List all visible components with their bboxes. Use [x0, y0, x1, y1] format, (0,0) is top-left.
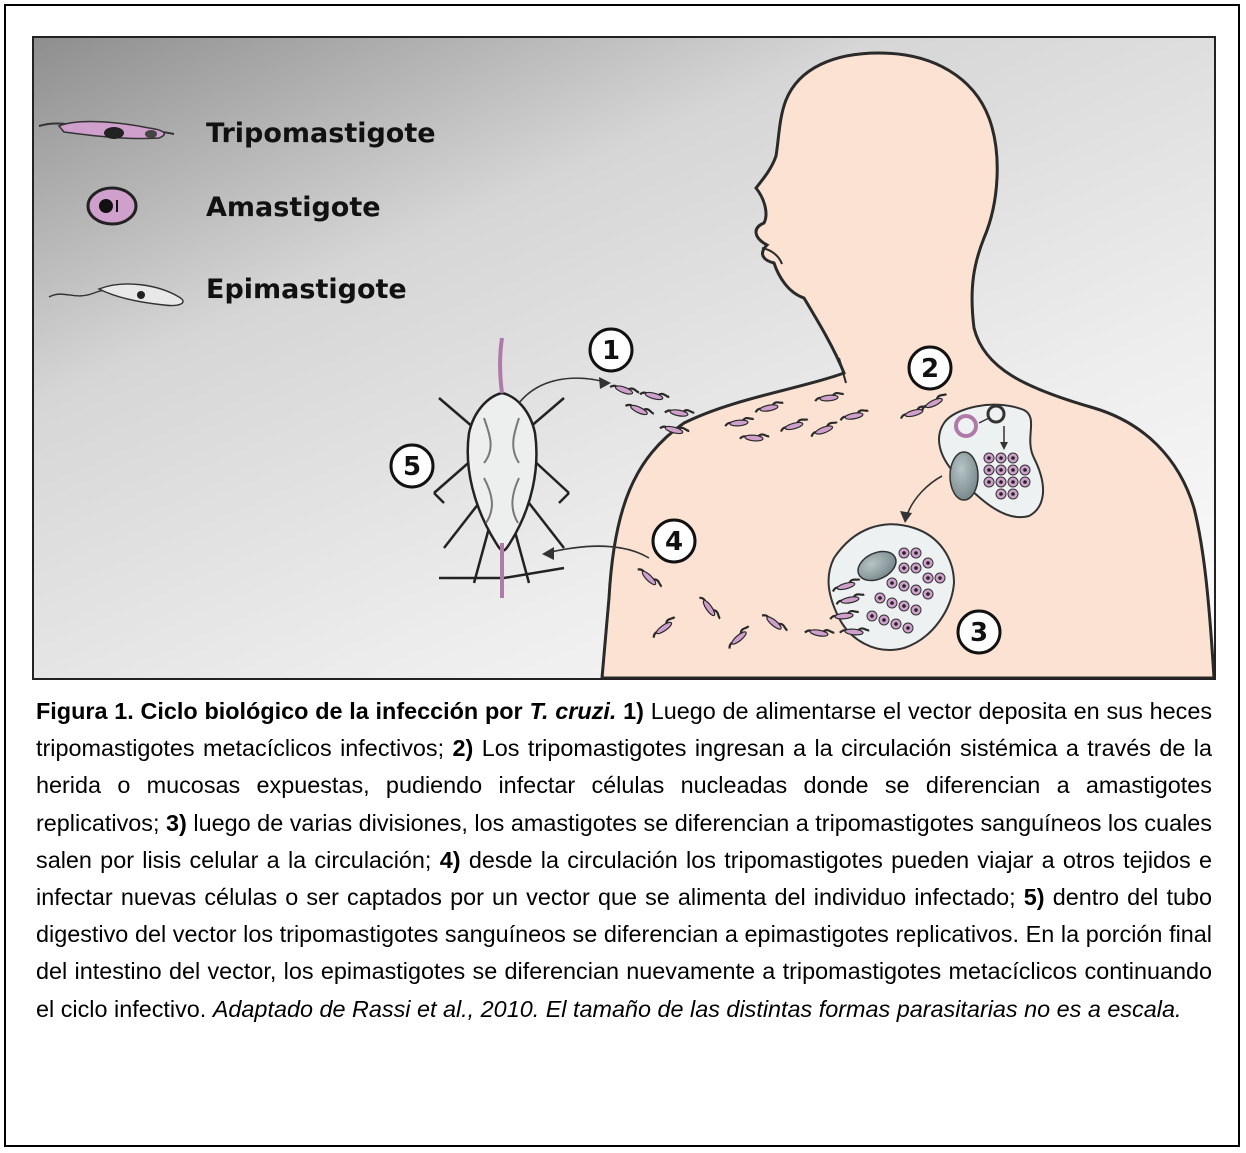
legend-label-amastigote: Amastigote — [206, 192, 381, 223]
caption-step-5-number: 5) — [1024, 884, 1045, 910]
caption-title: Figura 1. Ciclo biológico de la infecció… — [36, 698, 529, 724]
step-marker-3: 3 — [958, 611, 1000, 653]
svg-text:3: 3 — [970, 618, 988, 648]
step-marker-4: 4 — [653, 520, 695, 562]
caption-source: Adaptado de Rassi et al., 2010. El tamañ… — [213, 996, 1182, 1022]
amastigote-icon — [88, 188, 136, 224]
step-marker-1: 1 — [590, 329, 632, 371]
svg-text:5: 5 — [403, 452, 421, 482]
svg-text:1: 1 — [602, 336, 620, 366]
life-cycle-diagram: Tripomastigote Amastigote Epimastigote — [32, 36, 1216, 680]
diagram-canvas: Tripomastigote Amastigote Epimastigote — [34, 38, 1214, 678]
svg-text:4: 4 — [665, 527, 683, 557]
caption-step-3-number: 3) — [166, 810, 187, 836]
figure-caption: Figura 1. Ciclo biológico de la infecció… — [36, 693, 1212, 1028]
step-marker-2: 2 — [909, 347, 951, 389]
step-marker-5: 5 — [391, 445, 433, 487]
svg-text:2: 2 — [921, 354, 939, 384]
caption-step-1-number: 1) — [623, 698, 644, 724]
legend-label-tripomastigote: Tripomastigote — [206, 118, 436, 149]
caption-step-4-number: 4) — [440, 847, 461, 873]
legend-label-epimastigote: Epimastigote — [206, 274, 407, 305]
caption-step-2-number: 2) — [453, 735, 474, 761]
caption-species: T. cruzi. — [529, 698, 616, 724]
